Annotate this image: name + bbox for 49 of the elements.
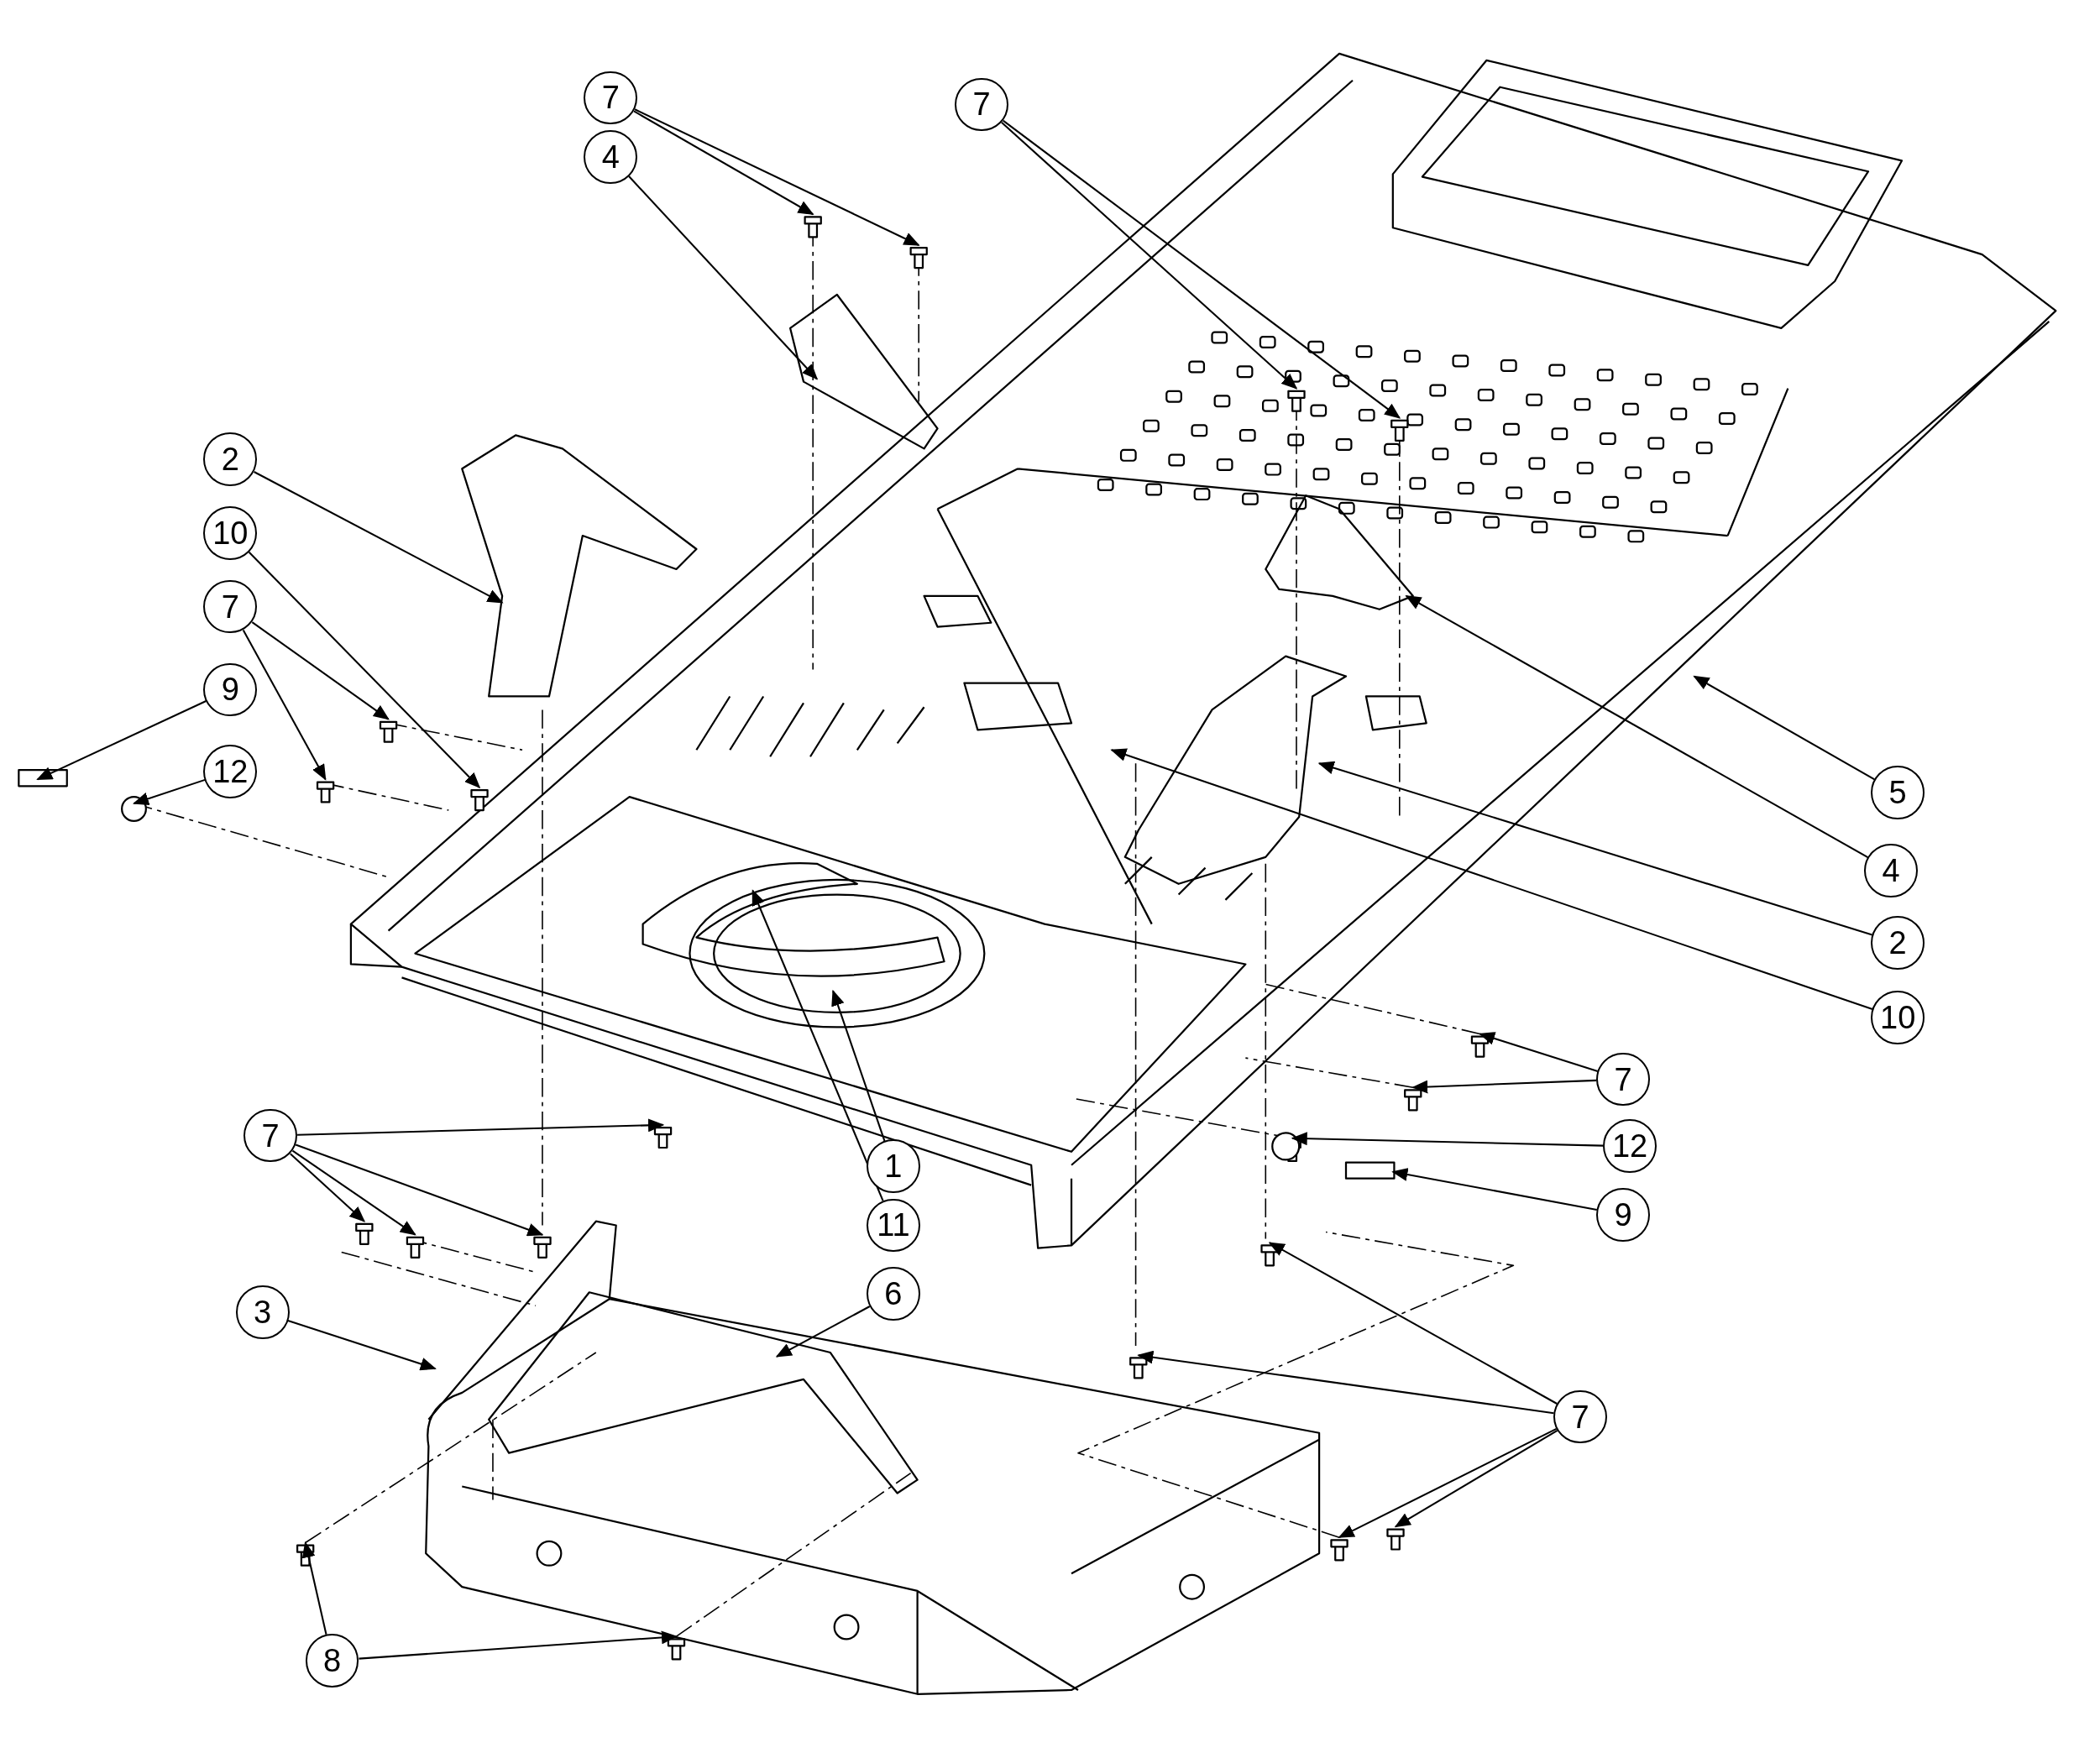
leader-line	[1411, 1079, 1597, 1094]
leader-line	[831, 989, 886, 1142]
leader-line	[291, 1149, 416, 1236]
callout-number: 11	[866, 1198, 920, 1253]
leader-line	[297, 1118, 665, 1136]
leader-line	[251, 621, 390, 720]
leader-line	[775, 1306, 871, 1358]
leader-line	[1338, 1427, 1558, 1539]
callout-number: 7	[1596, 1052, 1651, 1107]
callout-number: 3	[235, 1285, 290, 1339]
leader-line	[359, 1630, 678, 1660]
callout-number: 4	[1864, 843, 1919, 897]
leader-line	[248, 551, 481, 789]
callout-number: 10	[1871, 991, 1925, 1045]
callout-number: 9	[203, 662, 258, 717]
callout-number: 2	[203, 432, 258, 486]
leader-line	[1291, 1132, 1604, 1147]
callout-number: 12	[1603, 1119, 1657, 1174]
callout-number: 8	[305, 1633, 359, 1688]
leader-line	[1001, 122, 1298, 390]
callout-number: 12	[203, 744, 258, 798]
callout-number: 5	[1871, 766, 1925, 820]
leader-line	[1268, 1242, 1558, 1405]
callout-number: 7	[1553, 1389, 1607, 1444]
leader-line	[1391, 1168, 1597, 1211]
callout-number: 9	[1596, 1187, 1651, 1242]
leader-line	[634, 108, 920, 246]
leader-line	[1693, 675, 1875, 781]
leader-line	[301, 1541, 327, 1635]
leader-line	[1405, 594, 1868, 858]
callout-number: 7	[203, 579, 258, 634]
callout-number: 1	[866, 1139, 920, 1194]
leader-line	[1317, 761, 1872, 936]
leader-line	[1394, 1430, 1558, 1528]
leader-line	[36, 700, 207, 781]
callout-number: 2	[1871, 916, 1925, 970]
callout-number: 6	[866, 1266, 920, 1321]
callout-number: 7	[584, 71, 638, 125]
leader-line	[242, 630, 327, 781]
callout-number: 7	[955, 77, 1009, 132]
leader-line	[628, 175, 819, 380]
leader-line	[633, 110, 814, 216]
leader-line	[1003, 119, 1401, 419]
callout-number: 7	[244, 1108, 298, 1163]
leader-line	[1137, 1350, 1554, 1415]
leader-line	[254, 471, 504, 604]
callout-number: 10	[203, 505, 258, 560]
leader-line	[290, 1153, 365, 1222]
callout-number: 4	[584, 129, 638, 184]
